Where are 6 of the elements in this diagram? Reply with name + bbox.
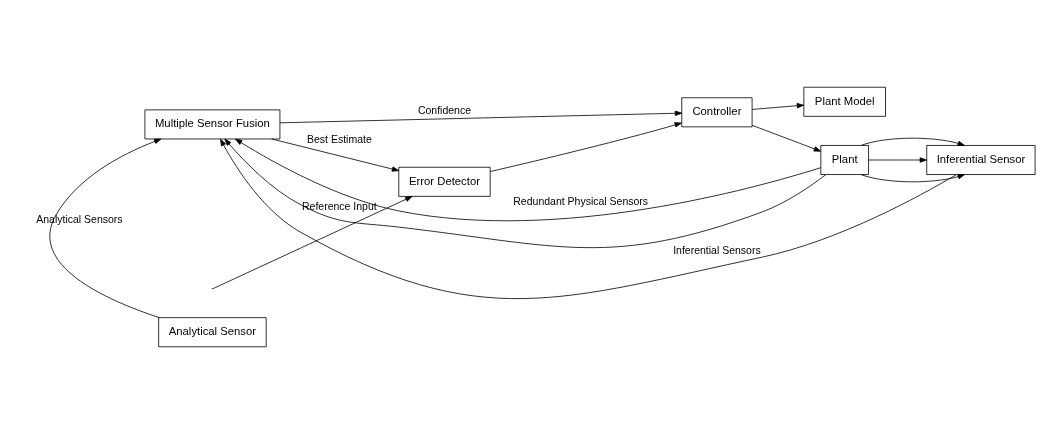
edge-label: Reference Input: [302, 200, 377, 213]
edge-label: Redundant Physical Sensors: [513, 194, 649, 207]
edge-label: Best Estimate: [306, 133, 372, 146]
edge-label: Inferential Sensors: [673, 244, 761, 257]
edge-label: Confidence: [417, 104, 472, 117]
edge-label: Analytical Sensors: [36, 213, 123, 226]
